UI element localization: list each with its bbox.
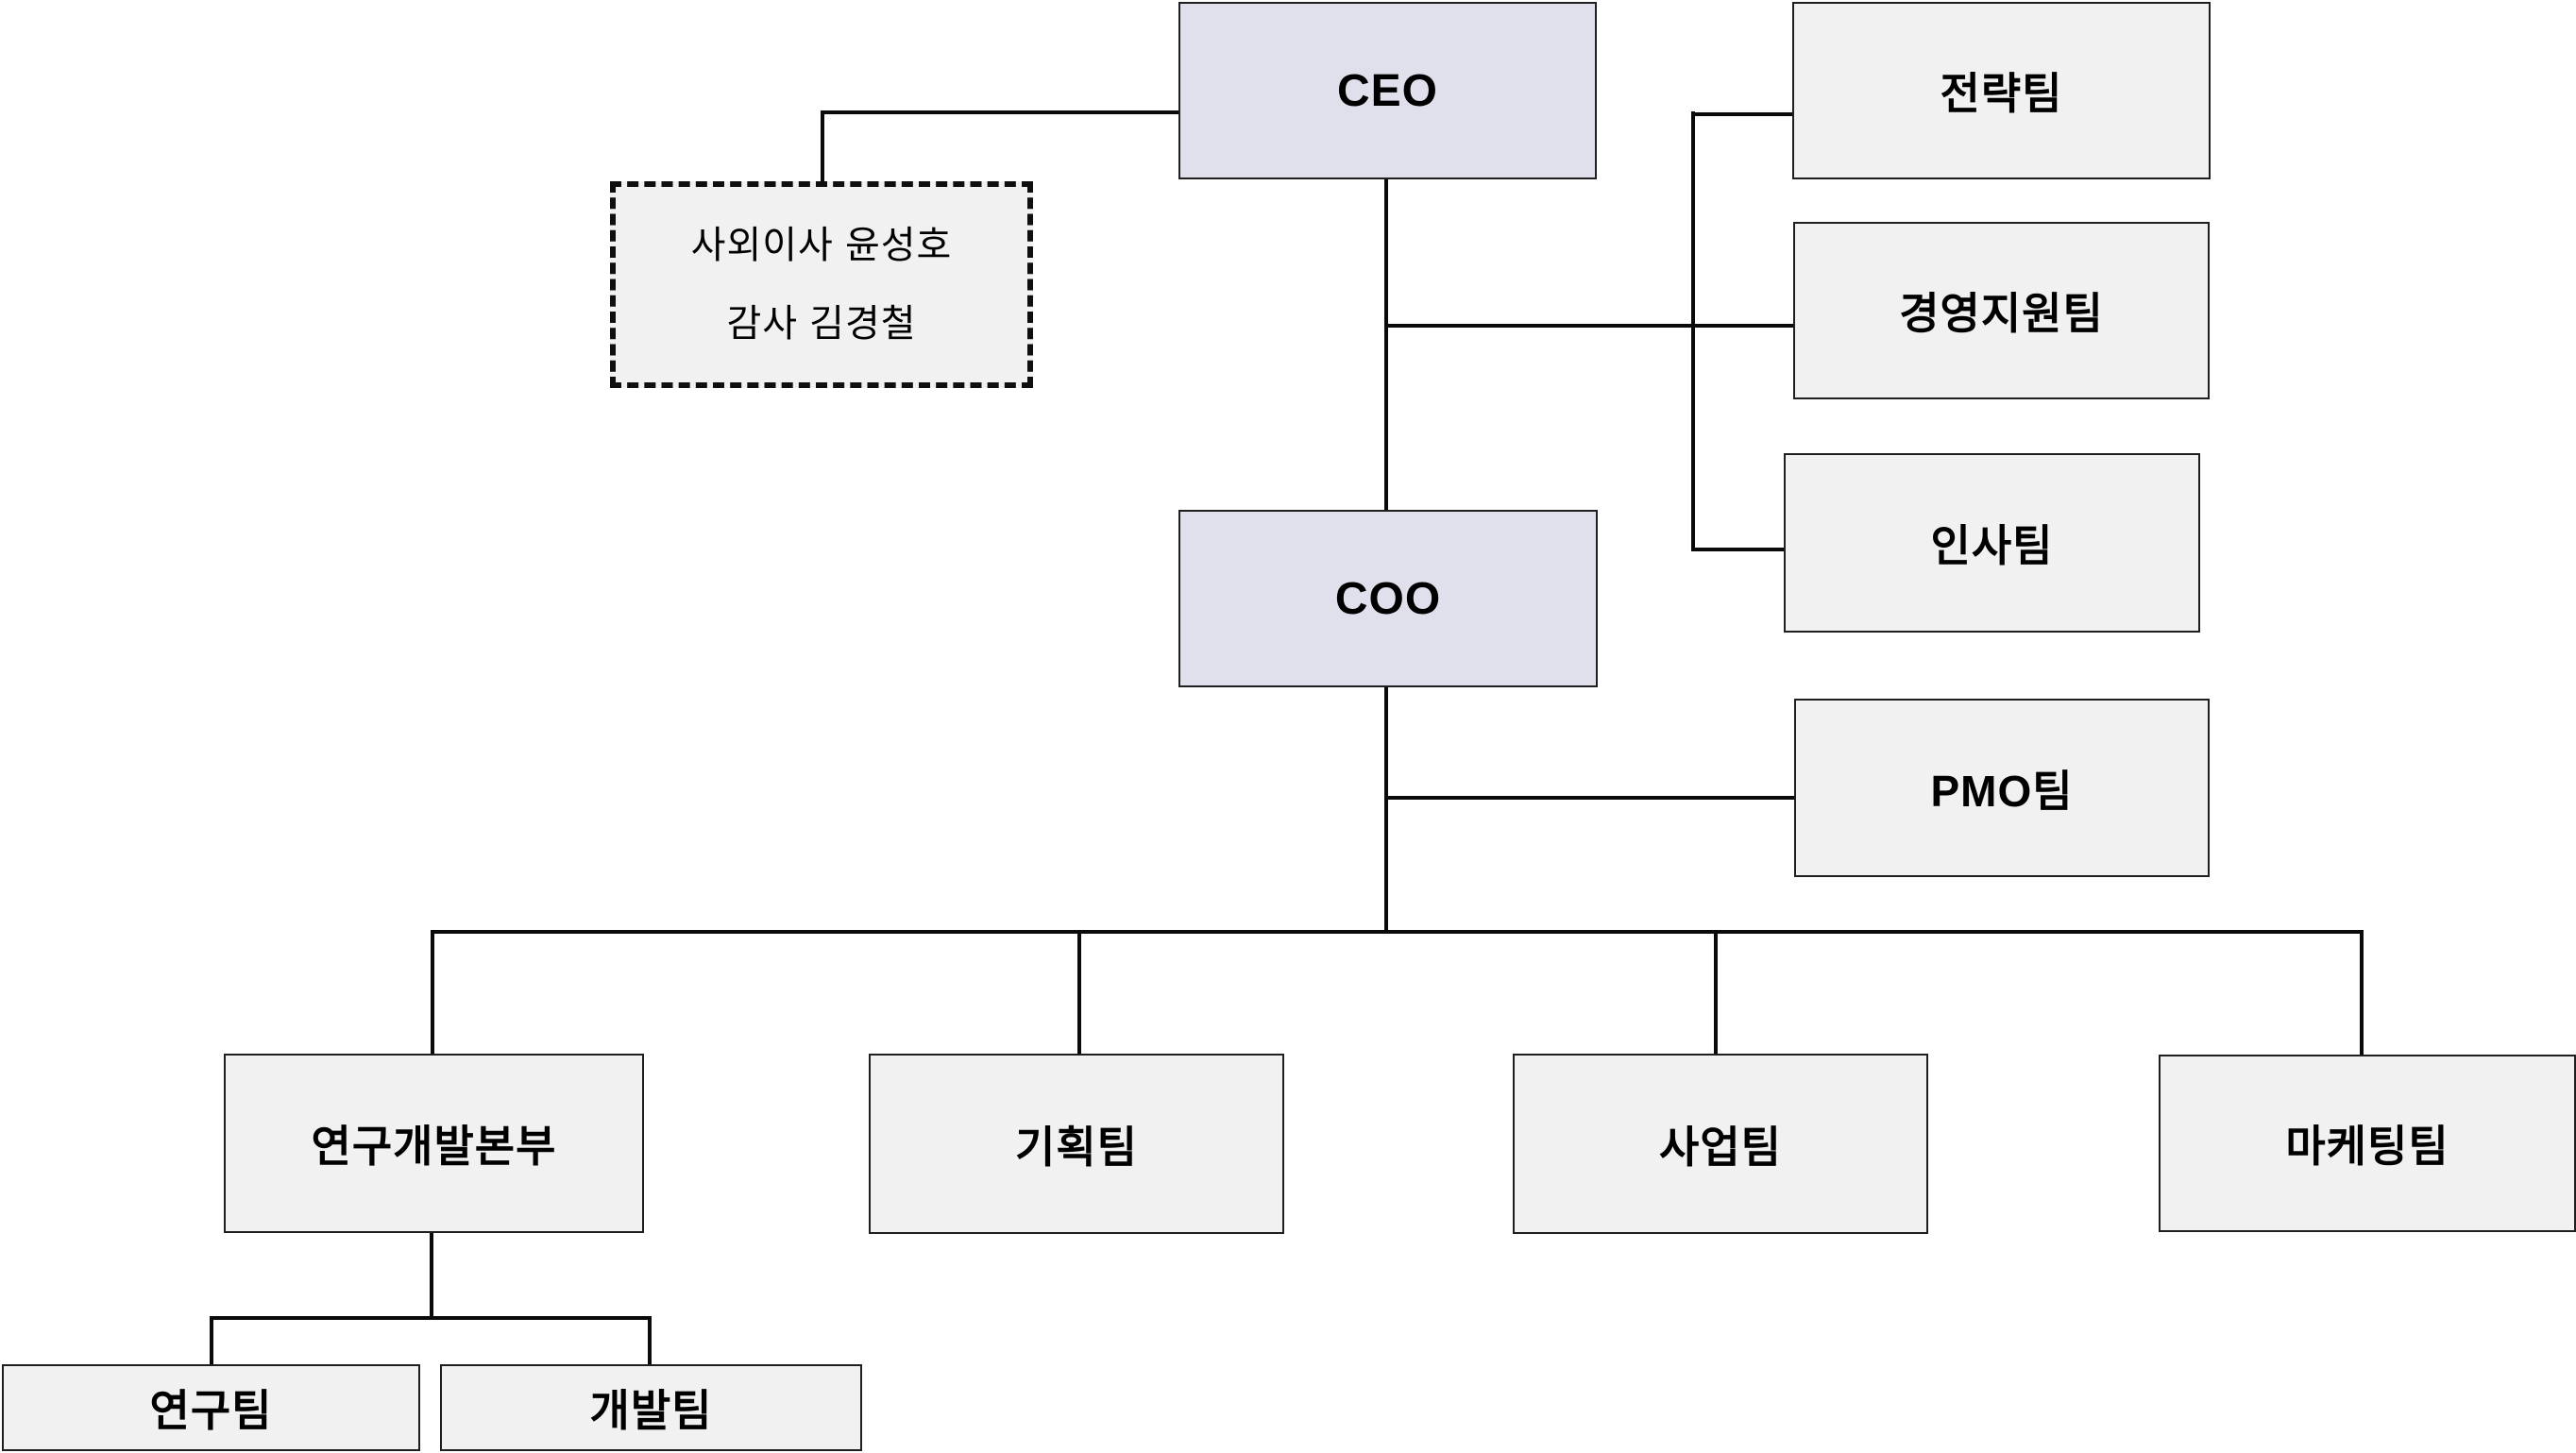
connector-strategy [1691, 112, 1793, 116]
hr-team-label: 인사팀 [1930, 521, 2054, 570]
connector-drop-research [210, 1316, 213, 1366]
planning-team-label: 기획팀 [1015, 1122, 1138, 1172]
org-node-marketing-team: 마케팅팀 [2159, 1055, 2576, 1232]
pmo-team-label: PMO팀 [1930, 766, 2074, 816]
org-node-research-team: 연구팀 [2, 1364, 420, 1451]
advisory-line-auditor: 감사 김경철 [726, 303, 917, 346]
connector-drop-planning [1077, 930, 1081, 1056]
connector-pmo [1384, 796, 1795, 800]
connector-bottom-row-bus [431, 930, 2364, 934]
org-node-rnd-division: 연구개발본부 [224, 1054, 644, 1233]
connector-ceo-advisory-vertical [821, 110, 824, 183]
org-node-coo: COO [1178, 510, 1598, 687]
connector-coo-bottom-vertical [1384, 686, 1388, 932]
org-node-management-support-team: 경영지원팀 [1793, 222, 2210, 399]
connector-drop-business [1714, 930, 1718, 1056]
org-node-development-team: 개발팀 [440, 1364, 862, 1451]
connector-drop-development [648, 1316, 652, 1366]
connector-rnd-sub-bus [210, 1316, 652, 1320]
org-node-pmo-team: PMO팀 [1794, 699, 2210, 877]
rnd-division-label: 연구개발본부 [311, 1122, 557, 1171]
connector-hr [1691, 548, 1785, 551]
connector-management-support [1384, 324, 1794, 328]
org-node-strategy-team: 전략팀 [1792, 2, 2211, 179]
org-node-ceo: CEO [1178, 2, 1597, 179]
connector-ceo-coo [1384, 178, 1388, 511]
org-node-ceo-label: CEO [1336, 65, 1438, 116]
development-team-label: 개발팀 [589, 1386, 713, 1435]
connector-rnd-bottom-vertical [430, 1232, 433, 1320]
strategy-team-label: 전략팀 [1940, 69, 2063, 118]
connector-drop-rnd-division [431, 930, 434, 1056]
business-team-label: 사업팀 [1659, 1122, 1782, 1172]
org-node-advisory: 사외이사 윤성호 감사 김경철 [610, 181, 1033, 388]
research-team-label: 연구팀 [149, 1386, 273, 1435]
org-node-planning-team: 기획팀 [869, 1054, 1284, 1234]
connector-drop-marketing [2360, 930, 2364, 1056]
management-support-team-label: 경영지원팀 [1899, 289, 2104, 338]
connector-ceo-teams-vertical [1691, 111, 1695, 551]
marketing-team-label: 마케팅팀 [2285, 1122, 2449, 1171]
org-node-coo-label: COO [1334, 573, 1442, 624]
connector-ceo-advisory-horizontal [821, 110, 1178, 114]
org-node-business-team: 사업팀 [1513, 1054, 1928, 1234]
org-node-hr-team: 인사팀 [1784, 453, 2200, 633]
advisory-line-outside-director: 사외이사 윤성호 [690, 224, 953, 266]
